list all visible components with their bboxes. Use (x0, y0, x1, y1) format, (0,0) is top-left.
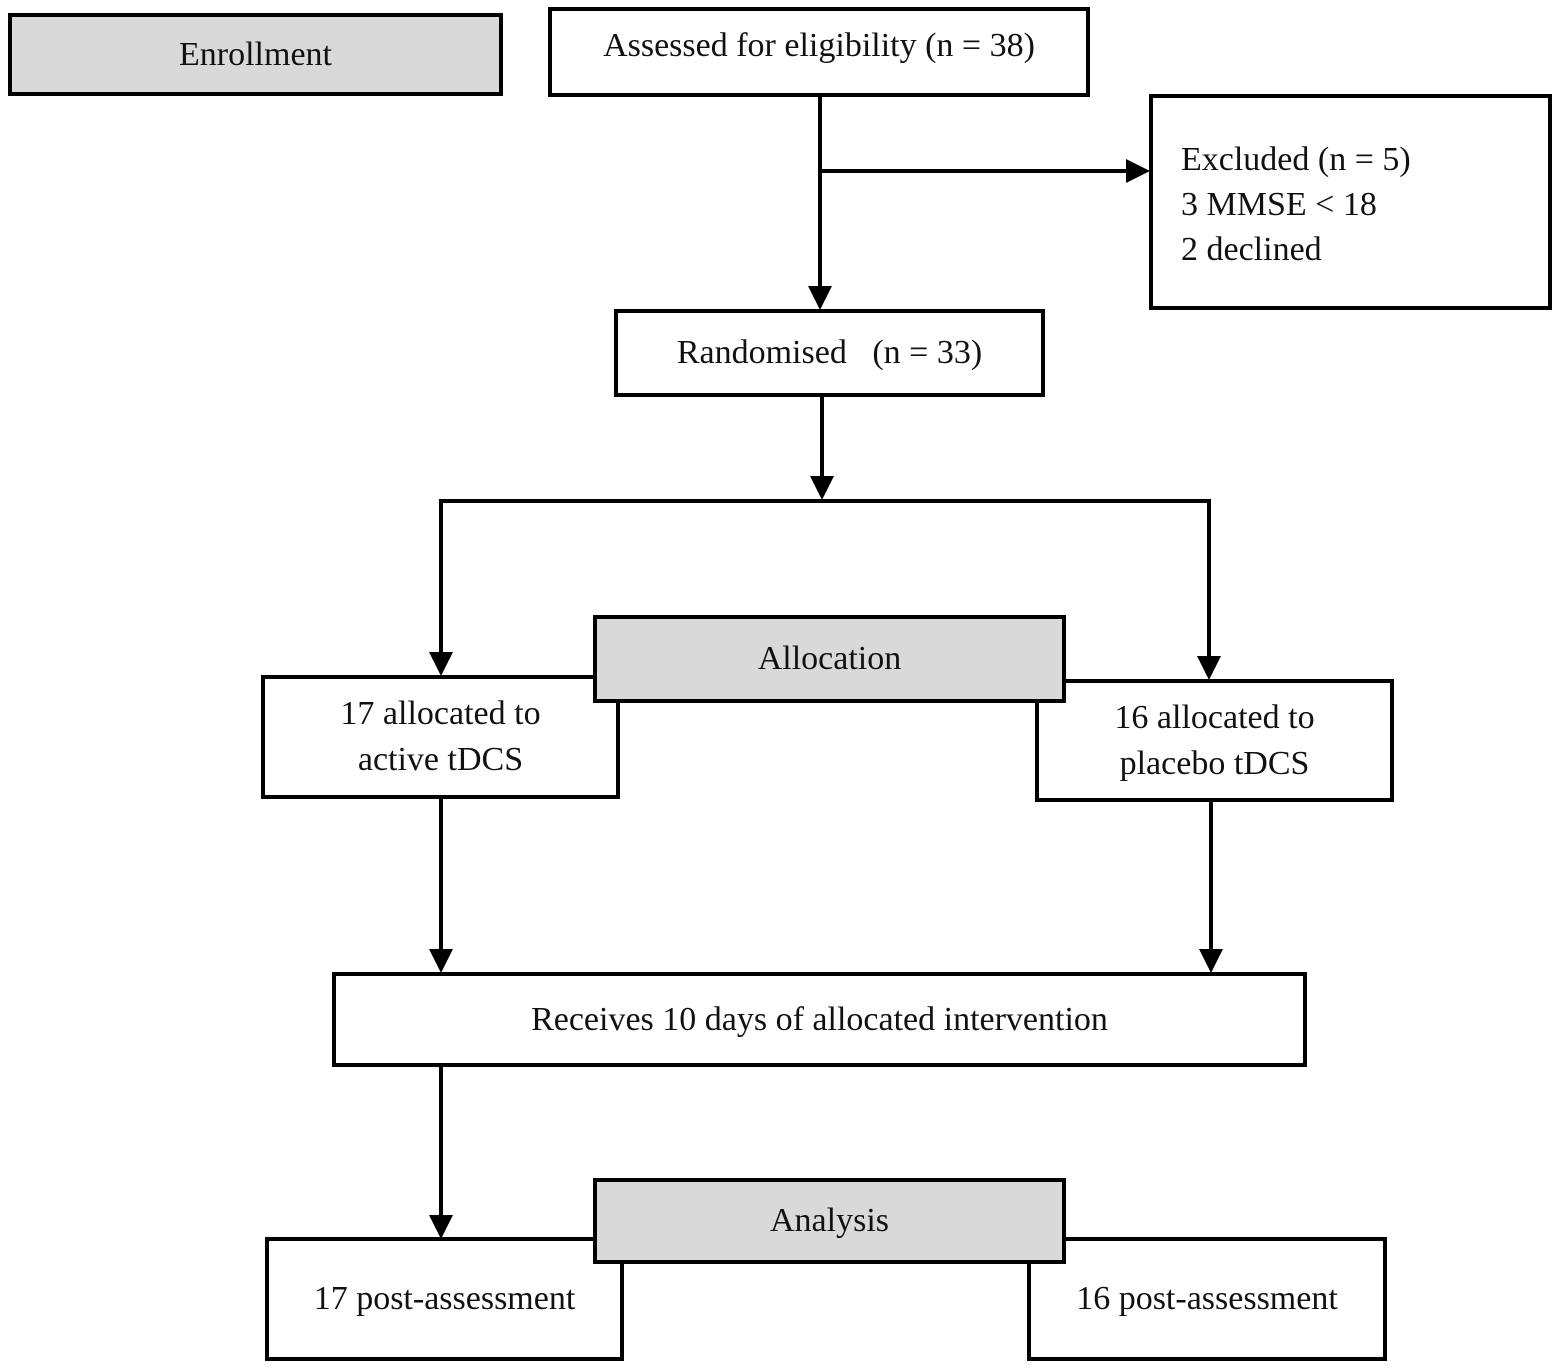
placebo-arm-line-1: 16 allocated to (1114, 698, 1315, 736)
placebo-arm-box: 16 allocated to placebo tDCS (1035, 679, 1394, 802)
stage-allocation: Allocation (593, 615, 1066, 703)
post-assessment-placebo-box: 16 post-assessment (1027, 1237, 1387, 1361)
active-arm-line-2: active tDCS (357, 741, 524, 778)
stage-analysis: Analysis (593, 1178, 1066, 1264)
intervention-text: Receives 10 days of allocated interventi… (531, 1000, 1108, 1038)
stage-analysis-label: Analysis (770, 1202, 889, 1240)
intervention-box: Receives 10 days of allocated interventi… (332, 972, 1307, 1067)
active-arm-box: 17 allocated to active tDCS (261, 675, 620, 799)
post-assessment-placebo-text: 16 post-assessment (1076, 1280, 1338, 1318)
placebo-arm-line-2: placebo tDCS (1119, 744, 1310, 782)
excluded-box: Excluded (n = 5) 3 MMSE < 18 2 declined (1149, 94, 1552, 310)
randomised-box: Randomised (n = 33) (614, 309, 1045, 397)
excluded-title: Excluded (n = 5) (1181, 141, 1411, 178)
active-arm-line-1: 17 allocated to (340, 695, 541, 733)
excluded-reason-declined: 2 declined (1181, 230, 1322, 268)
assessed-text: Assessed for eligibility (n = 38) (603, 27, 1035, 65)
post-assessment-active-box: 17 post-assessment (265, 1237, 624, 1361)
stage-enrollment: Enrollment (8, 13, 503, 96)
stage-allocation-label: Allocation (757, 640, 902, 678)
randomised-text: Randomised (n = 33) (676, 334, 983, 372)
excluded-reason-mmse: 3 MMSE < 18 (1181, 185, 1377, 223)
stage-enrollment-label: Enrollment (179, 35, 332, 73)
assessed-box: Assessed for eligibility (n = 38) (548, 7, 1090, 97)
post-assessment-active-text: 17 post-assessment (313, 1280, 576, 1318)
